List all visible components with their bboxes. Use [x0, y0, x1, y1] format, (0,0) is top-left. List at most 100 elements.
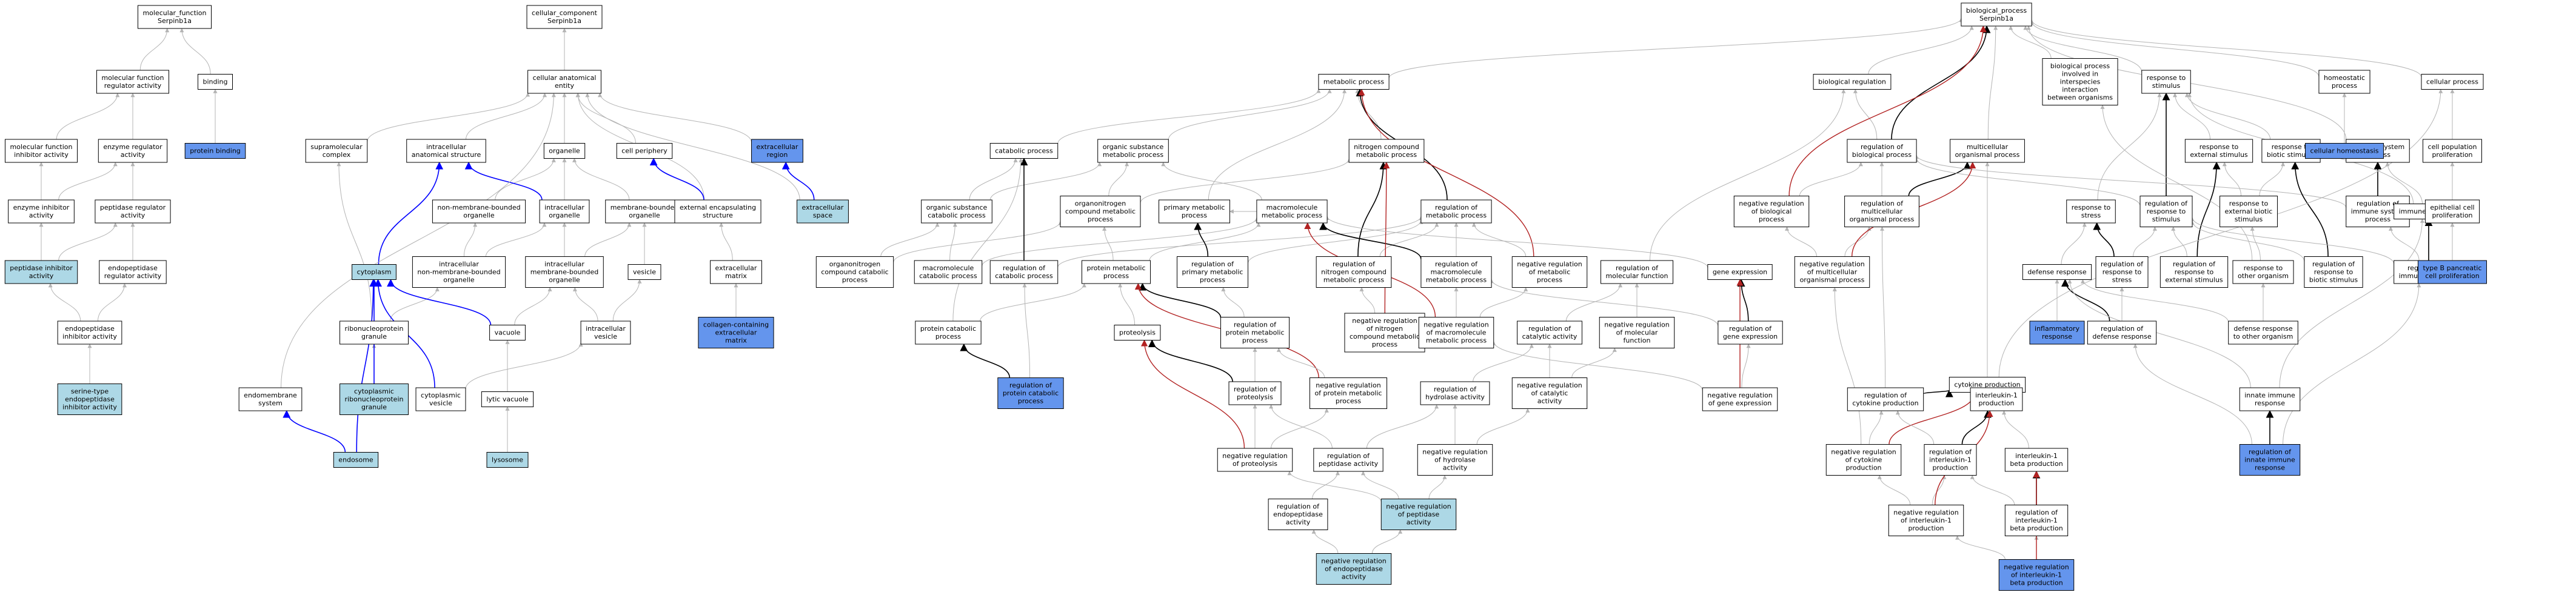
edge-is-a	[1428, 474, 1447, 499]
edge-is-a	[56, 93, 120, 140]
edge-is-a	[1868, 410, 1884, 445]
edge-is-a	[982, 217, 1259, 267]
go-term-organelle: organelle	[543, 143, 586, 159]
node-box	[2228, 321, 2298, 345]
node-label: catabolic process	[995, 147, 1053, 155]
edge-is-a	[1741, 344, 1751, 388]
node-label: defense response	[2027, 268, 2087, 276]
edge-is-a	[2259, 162, 2286, 196]
edge-is-a	[1161, 162, 1262, 201]
edge-is-a	[949, 222, 957, 261]
node-box	[2305, 143, 2384, 159]
edge-part-of	[649, 158, 704, 201]
edge-is-a	[1998, 88, 2443, 377]
node-box	[1316, 553, 1392, 585]
edge-is-a	[2385, 162, 2423, 204]
edge-is-a	[1895, 410, 1935, 445]
node-box	[1794, 256, 1870, 288]
node-box	[1159, 199, 1230, 224]
node-box	[57, 384, 122, 415]
node-box	[1060, 196, 1141, 227]
edge-is-a	[1361, 471, 1399, 499]
edge-is-a	[495, 158, 556, 201]
node-box	[95, 199, 171, 224]
edge-is-a	[2250, 226, 2261, 261]
edge-is-a	[1473, 344, 1534, 382]
node-box	[580, 321, 631, 345]
edge-is-a	[466, 93, 547, 140]
node-box	[1318, 74, 1390, 90]
node-box	[98, 139, 168, 163]
node-box	[2421, 74, 2484, 90]
node-label: vacuole	[495, 329, 521, 337]
edge-is-a	[1479, 287, 1528, 317]
edge-regulates	[2061, 279, 2110, 322]
edge-is-a	[1571, 347, 1617, 378]
edge-is-a	[2171, 226, 2187, 257]
edge-is-a	[1987, 25, 1998, 140]
node-box	[1813, 74, 1892, 90]
node-label: proteolysis	[1119, 329, 1156, 337]
node-box	[1097, 139, 1169, 163]
edge-regulates	[1891, 25, 1991, 140]
edge-regulates	[1737, 279, 1749, 322]
node-box	[1418, 317, 1494, 348]
node-box	[526, 5, 603, 29]
node-label: binding	[202, 78, 227, 86]
node-box	[1825, 444, 1902, 476]
edge-regulates	[2291, 161, 2329, 257]
node-box	[2022, 264, 2092, 280]
node-box	[8, 199, 75, 224]
node-box	[99, 260, 167, 284]
edge-neg-regulates	[1358, 88, 1534, 257]
edge-is-a	[2184, 93, 2271, 140]
go-term-periphery: cell periphery	[616, 143, 673, 159]
edge-is-a	[1168, 88, 1332, 140]
